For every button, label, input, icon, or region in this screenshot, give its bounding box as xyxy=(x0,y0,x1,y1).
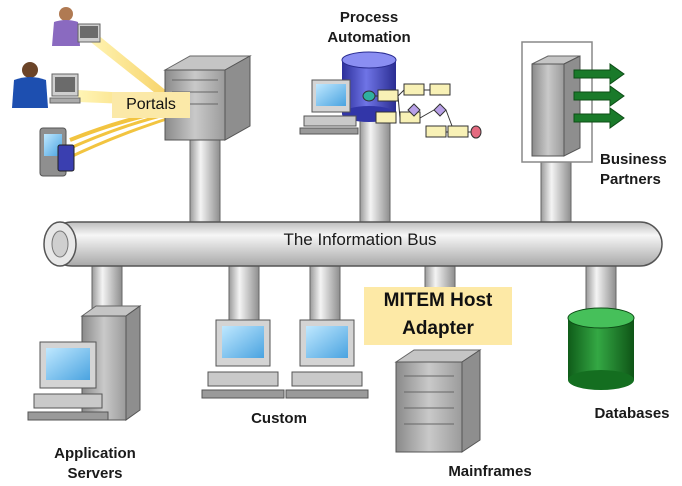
custom-workstations-icon xyxy=(201,319,369,399)
pipes-bottom xyxy=(91,261,617,325)
information-bus xyxy=(43,221,663,267)
process-automation-icon xyxy=(299,51,482,139)
mitem-host-adapter-label: MITEM Host Adapter xyxy=(364,287,512,345)
database-icon xyxy=(567,307,635,390)
application-servers-line1: Application xyxy=(54,445,136,462)
process-automation-line2: Automation xyxy=(327,29,411,46)
business-partners-line1: Business xyxy=(600,151,667,168)
business-partners-line2: Partners xyxy=(600,171,661,188)
business-partners-icon xyxy=(521,41,625,163)
pipes-top xyxy=(189,117,572,226)
application-servers-icon xyxy=(27,305,142,421)
business-partners-label: Business Partners xyxy=(600,150,667,190)
application-servers-label: Application Servers xyxy=(30,444,160,484)
information-bus-label: The Information Bus xyxy=(283,230,437,249)
portals-server-icon xyxy=(163,55,252,141)
mainframes-label: Mainframes xyxy=(448,463,532,480)
custom-label: Custom xyxy=(251,410,307,427)
mitem-line2: Adapter xyxy=(402,318,474,339)
process-automation-line1: Process xyxy=(339,9,399,26)
mitem-line1: MITEM Host xyxy=(383,290,493,311)
process-automation-label: Process Automation xyxy=(304,8,434,48)
application-servers-line2: Servers xyxy=(67,465,123,482)
databases-label: Databases xyxy=(594,405,670,422)
portals-label: Portals xyxy=(112,92,190,118)
mainframe-icon xyxy=(394,349,482,453)
